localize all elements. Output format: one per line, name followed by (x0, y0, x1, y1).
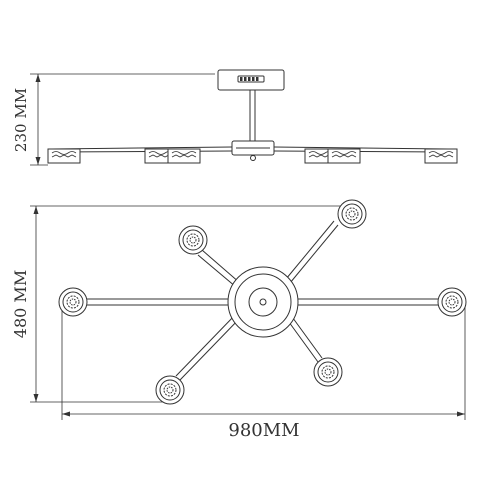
side-view (30, 69, 458, 166)
top-height-dimension (30, 205, 345, 403)
arms-top (86, 220, 440, 381)
top-view (30, 199, 467, 420)
canopy (217, 69, 285, 91)
arms-side (51, 146, 449, 153)
shade-side-1 (47, 148, 81, 164)
shade-top-5 (155, 375, 185, 405)
shade-side-5 (327, 148, 361, 164)
side-height-label: 230 MM (12, 88, 30, 152)
hub-top (227, 266, 299, 338)
shade-top-4 (437, 287, 467, 317)
shades-side (47, 148, 458, 164)
shade-top-1 (178, 225, 208, 255)
top-width-label: 980MM (228, 420, 299, 441)
top-height-label: 480 MM (11, 270, 30, 338)
top-width-dimension (61, 304, 466, 420)
shade-side-6 (424, 148, 458, 164)
side-height-dimension (30, 73, 215, 166)
shade-side-3 (167, 148, 201, 164)
shade-top-3 (58, 287, 88, 317)
shade-top-6 (313, 357, 343, 387)
shade-top-2 (337, 199, 367, 229)
hub-side (231, 140, 275, 161)
stem (249, 90, 256, 141)
